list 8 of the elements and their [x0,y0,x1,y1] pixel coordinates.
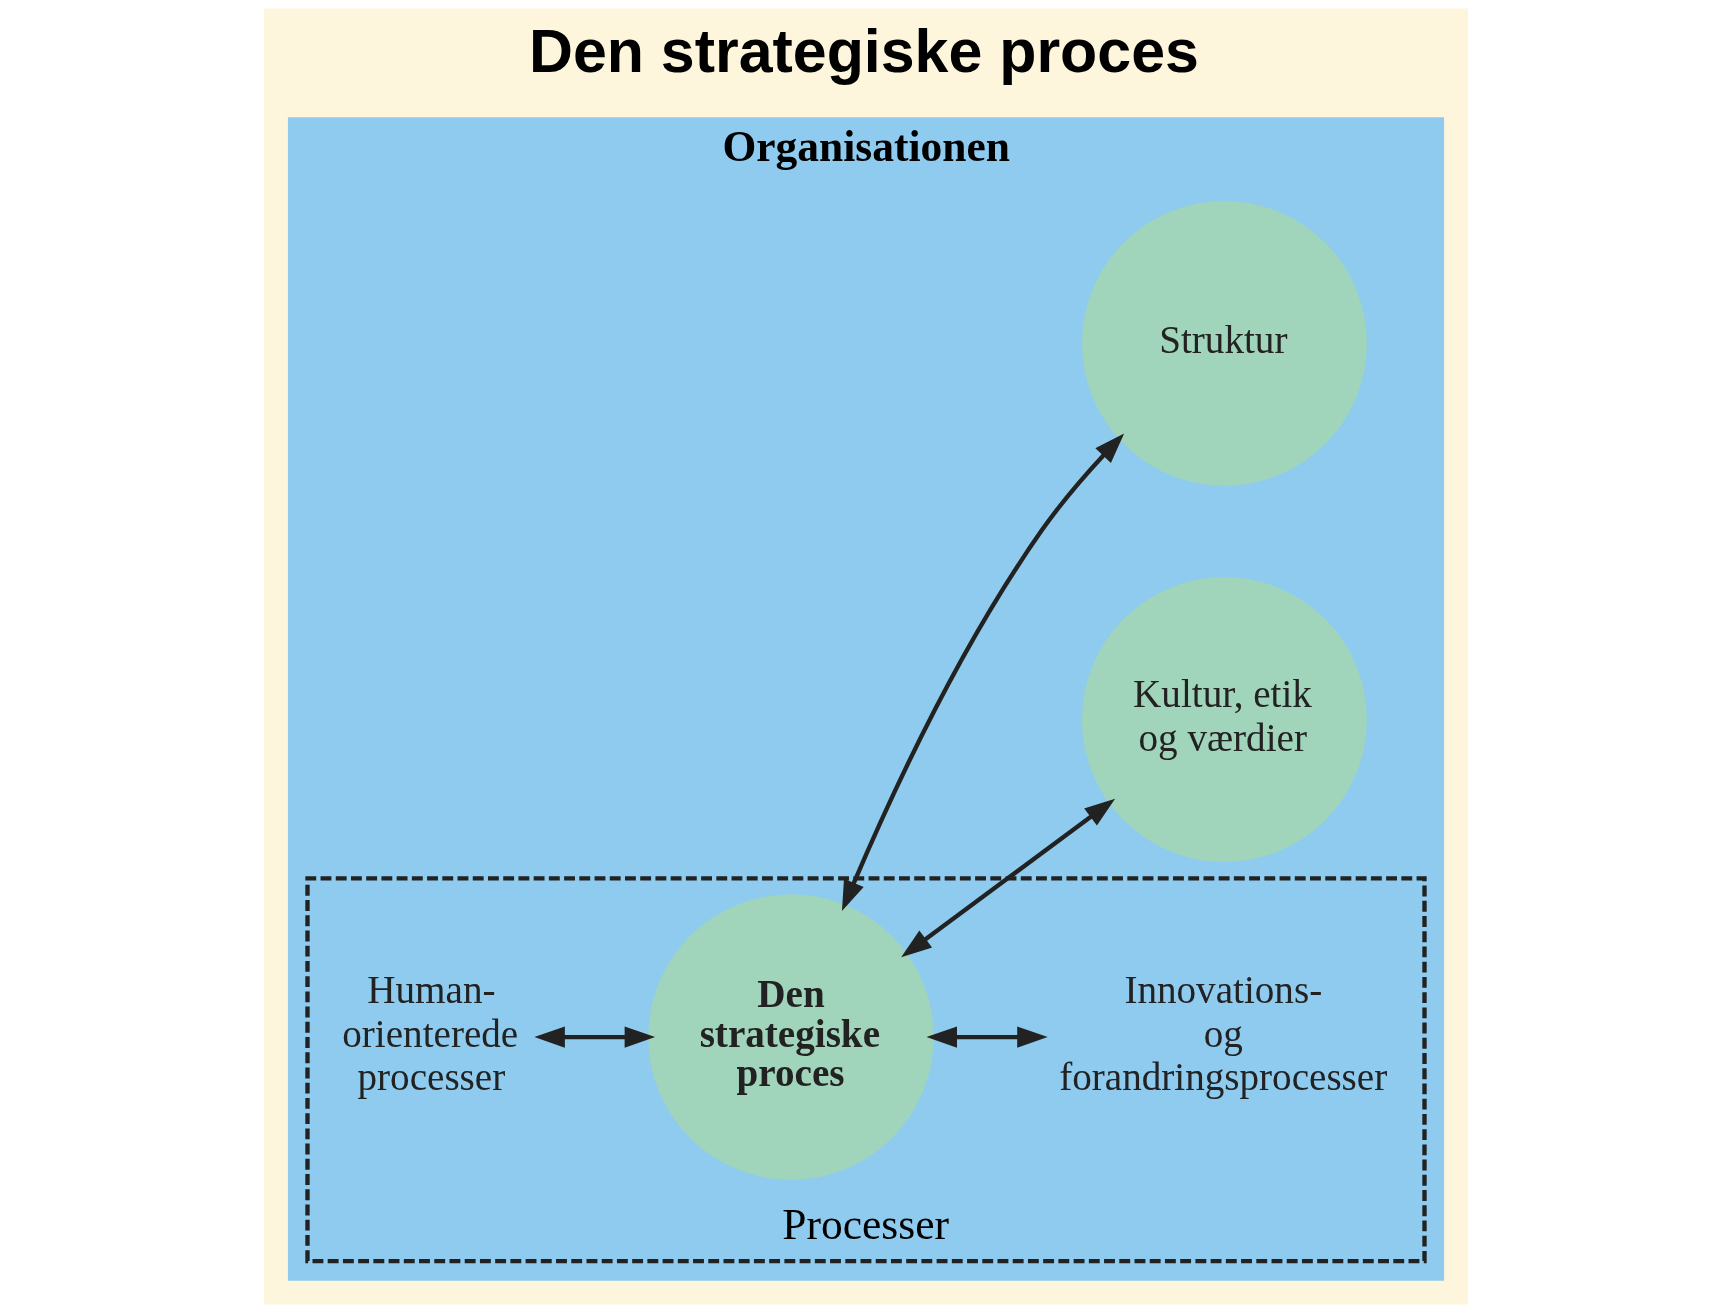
node-circle: Struktur [1081,200,1367,486]
arrow [926,1026,1048,1048]
arrow [841,433,1124,911]
node-text: Innovations- og forandringsprocesser [1058,968,1387,1099]
diagram-title: Den strategiske proces [528,17,1199,86]
arrow [533,1026,655,1048]
node-text: Human- orienterede processer [341,968,518,1099]
arrow [900,798,1115,958]
